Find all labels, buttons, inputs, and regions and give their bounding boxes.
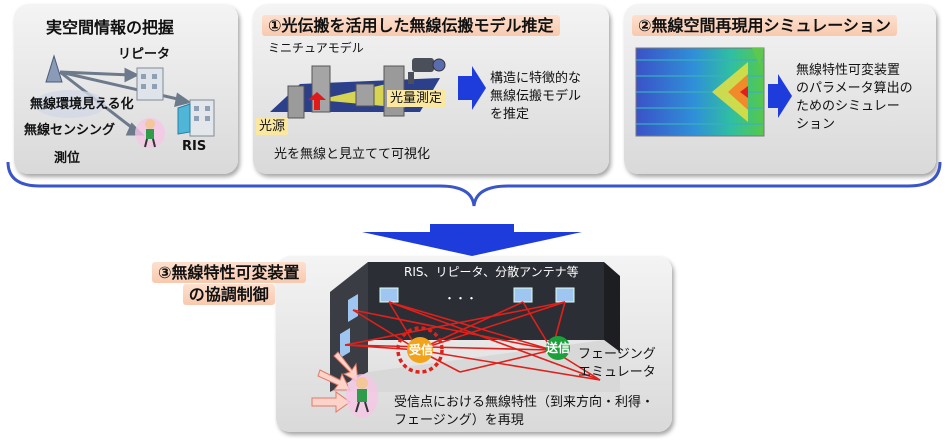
reproduce-caption-2: フェージング）を再現	[394, 413, 524, 428]
simulation-desc-1: 無線特性可変装置	[796, 63, 901, 78]
ceiling-devices-label: RIS、リピータ、分散アンテナ等	[404, 264, 579, 281]
wall-panel-icon	[348, 294, 358, 322]
miniature-model-label: ミニチュアモデル	[268, 41, 364, 55]
repeater-label: リピータ	[118, 47, 171, 62]
person-icon	[135, 118, 165, 148]
receiver-label: 受信	[409, 343, 434, 357]
panel-real-space	[14, 4, 238, 174]
ris-panel-icon	[555, 287, 575, 303]
result-line-2: 無線伝搬モデル	[490, 89, 582, 104]
sensing-label: 無線センシング	[24, 123, 116, 138]
ris-label: RIS	[182, 139, 207, 154]
result-line-1: 構造に特徴的な	[490, 71, 582, 86]
fading-label-1: フェージング	[578, 347, 656, 362]
reproduce-caption-1: 受信点における無線特性（到来方向・利得・	[394, 395, 655, 410]
miniature-block	[287, 85, 305, 119]
positioning-label: 測位	[54, 151, 81, 166]
wall-panel-icon	[340, 328, 350, 358]
light-source-label: 光源	[256, 118, 289, 135]
panel-real-space-title: 実空間情報の把握	[46, 18, 175, 37]
simulation-desc-4: ション	[796, 117, 836, 132]
ris-building-icon	[177, 99, 215, 137]
simulation-desc-2: のパラメータ算出の	[796, 81, 913, 96]
miniature-block	[355, 83, 375, 107]
light-measure-label: 光量測定	[387, 90, 446, 107]
fading-label-2: エミュレータ	[578, 365, 656, 380]
person-icon	[346, 374, 378, 418]
camera-icon	[408, 58, 446, 84]
ris-panel-icon	[379, 287, 399, 303]
panel-simulation-title: ②無線空間再現用シミュレーション	[632, 12, 897, 36]
base-station-icon	[45, 54, 63, 83]
transmitter-node-icon	[546, 336, 570, 360]
receiver-node-icon	[407, 337, 433, 363]
ris-panel-icon	[513, 287, 533, 303]
transmitter-label: 送信	[546, 341, 571, 355]
repeater-building-icon	[136, 67, 164, 101]
ceiling-dots: ・・・	[444, 292, 477, 305]
simulation-desc-3: ためのシミュレー	[796, 99, 900, 114]
result-line-3: を推定	[490, 107, 530, 122]
panel-light-propagation-title: ①光伝搬を活用した無線伝搬モデル推定	[262, 12, 560, 36]
panel-coordinated-control-title: ③無線特性可変装置 の協調制御	[152, 262, 306, 306]
down-arrow-icon	[362, 224, 582, 256]
light-source-icon	[314, 100, 320, 110]
visualize-label: 無線環境見える化	[30, 97, 134, 112]
panel2-caption: 光を無線と見立てて可視化	[274, 147, 431, 162]
